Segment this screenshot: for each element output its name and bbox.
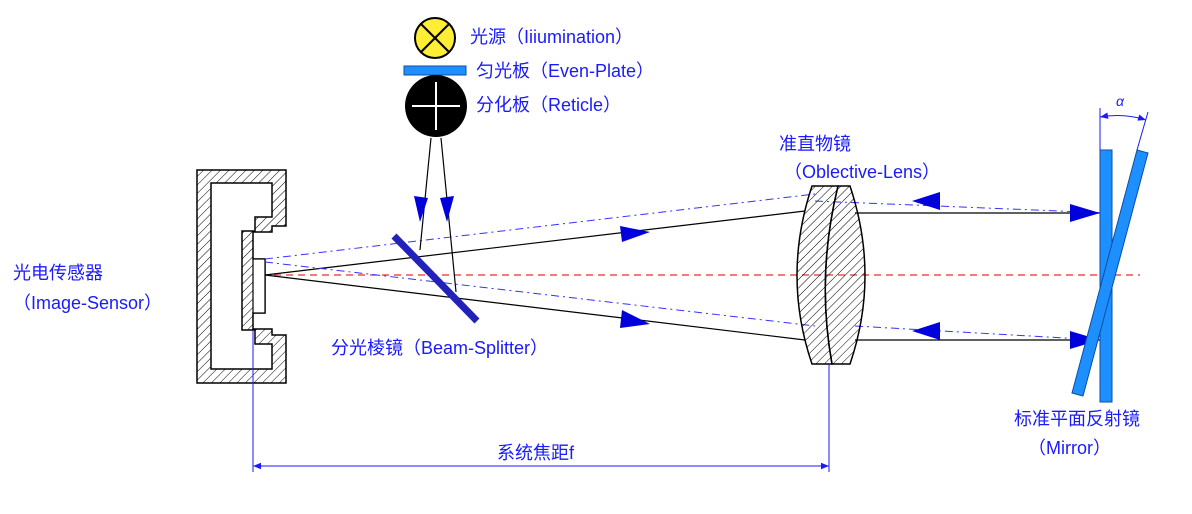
ray-reticle-left	[419, 137, 432, 251]
light-source-icon	[414, 17, 456, 59]
dashed-ray-lower	[264, 261, 816, 327]
beam-splitter	[391, 233, 480, 324]
arrow-upper-forward	[620, 226, 650, 242]
image-sensor-label-en: （Image-Sensor）	[13, 293, 162, 313]
arrow-lower-to-mirror	[1070, 331, 1100, 349]
ray-upper-sensor-lens	[264, 210, 806, 276]
objective-lens-label-cn: 准直物镜	[779, 134, 851, 154]
arrow-upper-return	[912, 192, 940, 210]
focal-length-dimension	[252, 330, 830, 472]
image-sensor-label-cn: 光电传感器	[13, 263, 103, 283]
arrow-lower-forward	[620, 310, 650, 328]
even-plate	[403, 65, 467, 76]
mirror-label-cn: 标准平面反射镜	[1014, 409, 1140, 429]
arrow-reticle-right	[440, 196, 454, 222]
arrow-lower-return	[912, 322, 940, 340]
dashed-return-upper	[814, 200, 1109, 214]
mirror-label-en: （Mirror）	[1028, 438, 1111, 458]
even-plate-label: 匀光板（Even-Plate）	[476, 61, 654, 81]
reticle-label: 分化板（Reticle）	[476, 95, 621, 115]
angle-label: α	[1116, 93, 1125, 109]
beam-splitter-label: 分光棱镜（Beam-Splitter）	[331, 338, 548, 358]
dashed-ray-upper	[264, 193, 816, 260]
reticle-icon	[405, 75, 467, 137]
objective-lens	[796, 185, 866, 365]
tilt-angle-indicator	[1099, 108, 1149, 151]
focal-length-label: 系统焦距f	[497, 443, 575, 463]
ray-lower-sensor-lens	[264, 274, 806, 341]
objective-lens-label-en: （Oblective-Lens）	[784, 162, 940, 182]
arrow-upper-to-mirror	[1070, 204, 1100, 222]
arrow-reticle-left	[414, 196, 428, 222]
light-source-label: 光源（Iiiumination）	[470, 27, 633, 47]
dashed-return-lower	[854, 325, 1101, 341]
tilted-mirror	[1071, 149, 1149, 397]
image-sensor	[196, 169, 287, 384]
